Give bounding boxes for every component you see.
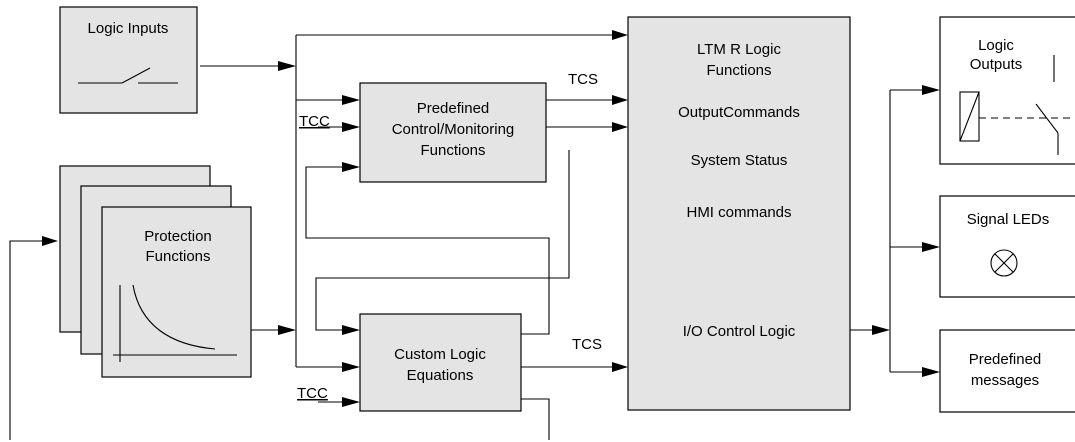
signal-leds-label: Signal LEDs [967,211,1050,228]
connector-wires [9,34,922,440]
tcs-label-top: TCS [568,71,598,88]
messages-line1: Predefined [969,351,1042,368]
logic-inputs-box [59,6,198,114]
connector-arrowheads [42,30,940,407]
predefined-label-line3: Functions [420,142,485,159]
ltmr-title-line1: LTM R Logic [697,41,781,58]
custom-label-line1: Custom Logic [394,346,486,363]
logic-inputs-label: Logic Inputs [88,20,169,37]
signal-leds-block: Signal LEDs [939,195,1075,298]
tcc-label-bottom: TCC [297,385,328,402]
ltmr-item-output-commands: OutputCommands [678,104,800,121]
custom-logic-block: Custom Logic Equations [359,313,522,412]
ltmr-title-line2: Functions [706,62,771,79]
ltmr-logic-box [627,16,851,411]
ltmr-item-system-status: System Status [691,152,788,169]
predefined-label-line2: Control/Monitoring [392,121,515,138]
protection-label-line2: Functions [145,248,210,265]
tcc-label-top: TCC [299,113,330,130]
messages-line2: messages [971,372,1039,389]
ltmr-item-io-control-logic: I/O Control Logic [683,323,796,340]
relay-coil-icon [959,91,980,142]
signal-leds-box [939,195,1075,298]
custom-logic-box [359,313,522,412]
inverse-time-curve-icon [113,284,237,362]
ltmr-logic-block: LTM R Logic Functions OutputCommands Sys… [627,16,851,411]
predefined-functions-block: Predefined Control/Monitoring Functions [359,82,547,183]
logic-outputs-box [939,16,1075,165]
switch-contact-icon [78,67,178,84]
tcs-label-bottom: TCS [572,336,602,353]
predefined-label-line1: Predefined [417,100,490,117]
protection-stack-front [101,206,252,378]
logic-outputs-line1: Logic [978,37,1014,54]
protection-label-line1: Protection [144,228,212,245]
predefined-functions-box [359,82,547,183]
logic-outputs-line2: Outputs [970,56,1023,73]
signal-labels: TCS TCS TCC TCC [297,71,602,402]
logic-outputs-block: Logic Outputs [939,16,1075,165]
ltmr-item-hmi-commands: HMI commands [686,204,791,221]
predefined-messages-box [939,329,1075,413]
lamp-icon [990,249,1018,277]
custom-label-line2: Equations [407,367,474,384]
predefined-messages-block: Predefined messages [939,329,1075,413]
protection-functions-block: Protection Functions [59,165,252,378]
output-contact-icon [1035,55,1059,155]
logic-inputs-block: Logic Inputs [59,6,198,114]
